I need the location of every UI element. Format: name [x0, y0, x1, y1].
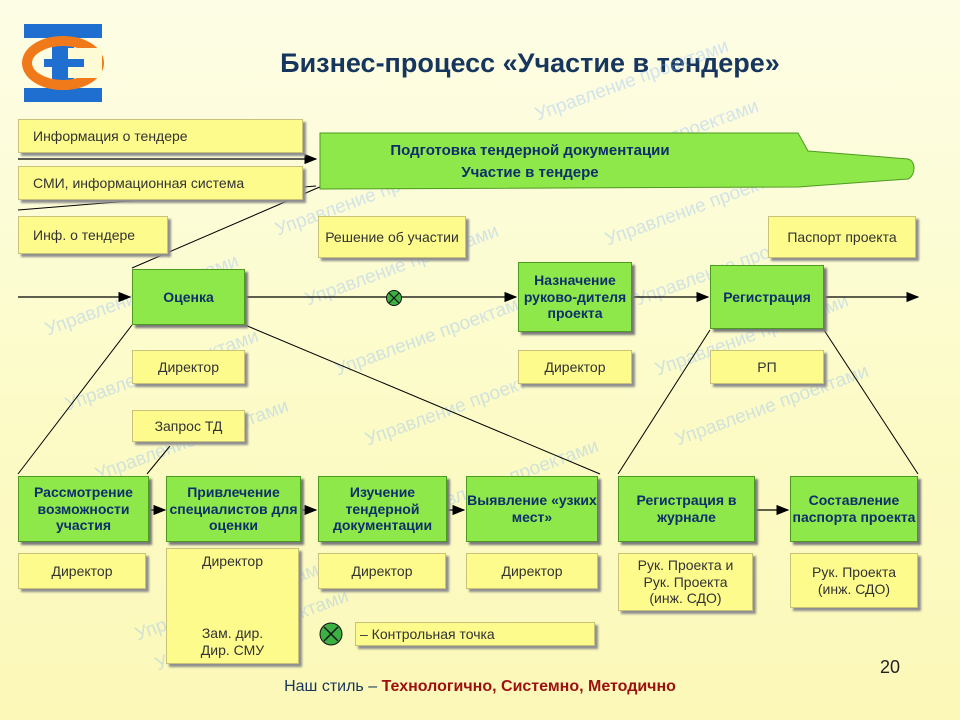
attract-role-bottom: Зам. дир. Дир. СМУ [201, 625, 264, 659]
evaluation-box: Оценка [132, 269, 245, 325]
footer-lead: Наш стиль – [284, 678, 382, 695]
request-td-box: Запрос ТД [132, 410, 245, 442]
compose-box: Составление паспорта проекта [790, 476, 918, 542]
control-point-icon [386, 290, 402, 306]
decision-box: Решение об участии [318, 216, 466, 258]
attract-role-bottom-1: Зам. дир. [201, 625, 264, 642]
journal-box: Регистрация в журнале [618, 476, 755, 542]
legend-control-point-icon [319, 622, 343, 646]
passport-box: Паспорт проекта [768, 216, 916, 258]
company-logo [22, 24, 104, 102]
director-role-1: Директор [132, 350, 245, 384]
process-banner-shape [319, 132, 915, 190]
banner-line-2: Участие в тендере [461, 164, 599, 181]
study-role: Директор [318, 553, 446, 589]
legend-label: – Контрольная точка [355, 622, 595, 646]
page-title: Бизнес-процесс «Участие в тендере» [280, 48, 780, 78]
process-banner: Подготовка тендерной документации Участи… [330, 140, 730, 184]
footer: Наш стиль – Технологично, Системно, Мето… [0, 678, 960, 696]
attract-box: Привлечение специалистов для оценки [166, 476, 301, 542]
banner-line-1: Подготовка тендерной документации [390, 142, 670, 159]
review-role: Директор [18, 553, 146, 589]
bottleneck-box: Выявление «узких мест» [466, 476, 598, 542]
attract-role: Директор Зам. дир. Дир. СМУ [166, 548, 299, 664]
review-box: Рассмотрение возможности участия [18, 476, 149, 542]
input-media: СМИ, информационная система [18, 166, 303, 200]
attract-role-bottom-2: Дир. СМУ [200, 642, 265, 659]
compose-role: Рук. Проекта (инж. СДО) [790, 553, 918, 608]
attract-role-top: Директор [202, 553, 263, 569]
bottleneck-role: Директор [466, 553, 598, 589]
appoint-manager-box: Назначение руково-дителя проекта [518, 262, 632, 332]
registration-box: Регистрация [710, 265, 824, 329]
footer-accent: Технологично, Системно, Методично [381, 678, 676, 695]
director-role-2: Директор [518, 350, 632, 384]
study-box: Изучение тендерной документации [318, 476, 447, 542]
rp-role: РП [710, 350, 824, 384]
page-number: 20 [880, 657, 901, 677]
input-inf: Инф. о тендере [18, 216, 168, 254]
journal-role: Рук. Проекта и Рук. Проекта (инж. СДО) [618, 553, 753, 611]
input-tender-info: Информация о тендере [18, 119, 303, 153]
